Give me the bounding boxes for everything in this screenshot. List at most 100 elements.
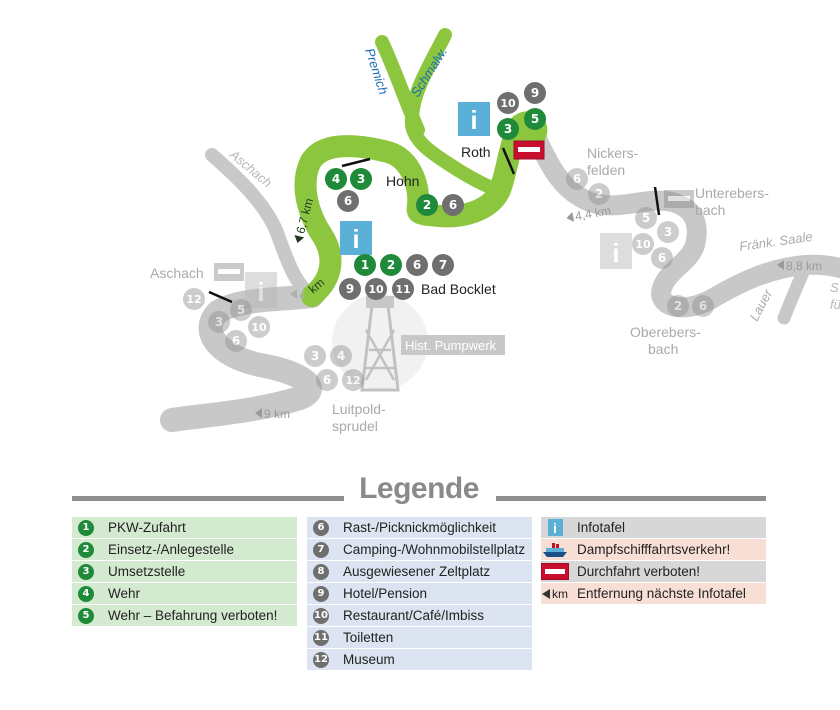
legend-symbol: 12: [307, 651, 335, 668]
river-lauer: [777, 255, 815, 325]
svg-text:6: 6: [344, 194, 352, 208]
label-oberebersbach-1: Oberebers-: [630, 324, 701, 340]
legend-symbol: 9: [307, 585, 335, 602]
pumpwerk-label-bg: [401, 335, 505, 355]
legend-symbol: 1: [72, 519, 100, 536]
svg-text:2: 2: [423, 198, 431, 212]
label-aschach-town: Aschach: [150, 265, 204, 281]
svg-text:i: i: [352, 224, 359, 254]
river-schmalwasser: [404, 28, 507, 197]
marker-bocklet-9: 9: [339, 278, 361, 300]
svg-text:3: 3: [215, 315, 223, 329]
marker-roth-9: 9: [524, 82, 546, 104]
marker-hohn-2: 2: [416, 194, 438, 216]
label-frank-saale: Fränk. Saale: [738, 229, 813, 254]
number-badge-icon: 10: [313, 607, 329, 624]
legend-item-col2-11: 11 Toiletten: [307, 627, 532, 648]
number-badge-icon: 1: [78, 519, 94, 536]
legend-label: Einsetz-/Anlegestelle: [108, 542, 235, 557]
svg-text:9: 9: [531, 86, 539, 100]
label-oberebersbach-2: bach: [648, 341, 678, 357]
number-badge-icon: 3: [78, 563, 94, 580]
marker-aschach-3: 3: [208, 311, 230, 333]
river-map: Hist. Pumpwerk i i i i: [150, 28, 840, 434]
svg-text:12: 12: [345, 374, 360, 387]
svg-text:5: 5: [531, 112, 539, 126]
svg-text:6: 6: [573, 172, 581, 186]
label-unterebersbach-1: Unterebers-: [695, 185, 769, 201]
label-unterebersbach-2: bach: [695, 202, 725, 218]
legend-item-distance-arrow: km Entfernung nächste Infotafel: [541, 583, 766, 604]
marker-untereb-10: 10: [632, 233, 654, 255]
svg-text:3: 3: [311, 349, 319, 363]
legend-label: Toiletten: [343, 630, 394, 645]
marker-hohn-4: 4: [325, 168, 347, 190]
river-aschach: [205, 148, 319, 303]
map-markers: 10 9 3 5 4 3 6 2 6 1 2 6 7 9 10 11 6 2 5…: [183, 82, 714, 391]
svg-text:10: 10: [251, 321, 267, 334]
marker-untereb-3: 3: [657, 221, 679, 243]
distance-8-8km: 8,8 km: [777, 259, 822, 273]
svg-text:9 km: 9 km: [264, 407, 290, 421]
label-bad-bocklet: Bad Bocklet: [421, 281, 496, 297]
svg-text:6: 6: [232, 334, 240, 348]
no-entry-sign-unterebersbach: [664, 190, 694, 208]
legend-label: Dampfschifffahrtsverkehr!: [577, 542, 731, 557]
number-badge-icon: 11: [313, 629, 329, 646]
marker-bocklet-10: 10: [365, 278, 387, 300]
marker-aschach-5: 5: [230, 299, 252, 321]
marker-nickersfelden-2: 2: [588, 183, 610, 205]
label-edge-2: fü: [830, 297, 840, 312]
marker-luitpold-12: 12: [342, 369, 364, 391]
svg-text:4: 4: [337, 349, 345, 363]
svg-text:i: i: [257, 277, 264, 307]
legend-label: Infotafel: [577, 520, 626, 535]
svg-text:10: 10: [635, 238, 651, 251]
no-entry-sign-roth: [513, 140, 545, 160]
marker-obereb-6: 6: [692, 295, 714, 317]
svg-text:i: i: [612, 238, 619, 268]
legend-label: Wehr: [108, 586, 141, 601]
legend-title: Legende: [359, 472, 479, 505]
pumpwerk-label: Hist. Pumpwerk: [405, 338, 497, 353]
distance-9km: 9 km: [255, 407, 290, 421]
legend-label: Durchfahrt verboten!: [577, 564, 701, 579]
label-nickersfelden-2: felden: [587, 162, 625, 178]
legend-symbol: 3: [72, 563, 100, 580]
legend-symbol: 10: [307, 607, 335, 624]
marker-roth-3: 3: [497, 118, 519, 140]
legend-label: Restaurant/Café/Imbiss: [343, 608, 485, 623]
legend-symbol: 5: [72, 607, 100, 624]
svg-text:6: 6: [413, 258, 421, 272]
info-sign-bad-bocklet: i: [340, 221, 372, 255]
marker-roth-5: 5: [524, 108, 546, 130]
label-nickersfelden-1: Nickers-: [587, 145, 639, 161]
legend-item-steamboat: Dampfschifffahrtsverkehr!: [541, 539, 766, 560]
marker-bocklet-6: 6: [406, 254, 428, 276]
marker-bocklet-1: 1: [354, 254, 376, 276]
info-sign-roth: i: [458, 102, 490, 136]
legend-item-no-entry: Durchfahrt verboten!: [541, 561, 766, 582]
legend-label: Entfernung nächste Infotafel: [577, 586, 746, 601]
number-badge-icon: 8: [313, 563, 329, 580]
info-sign-unterebersbach: i: [600, 233, 632, 269]
svg-text:7: 7: [439, 258, 447, 272]
marker-aschach-10: 10: [248, 316, 270, 338]
distance-arrow-icon: km: [541, 587, 569, 601]
marker-nickersfelden-6: 6: [566, 168, 588, 190]
number-badge-icon: 9: [313, 585, 329, 602]
svg-text:2: 2: [674, 299, 682, 313]
